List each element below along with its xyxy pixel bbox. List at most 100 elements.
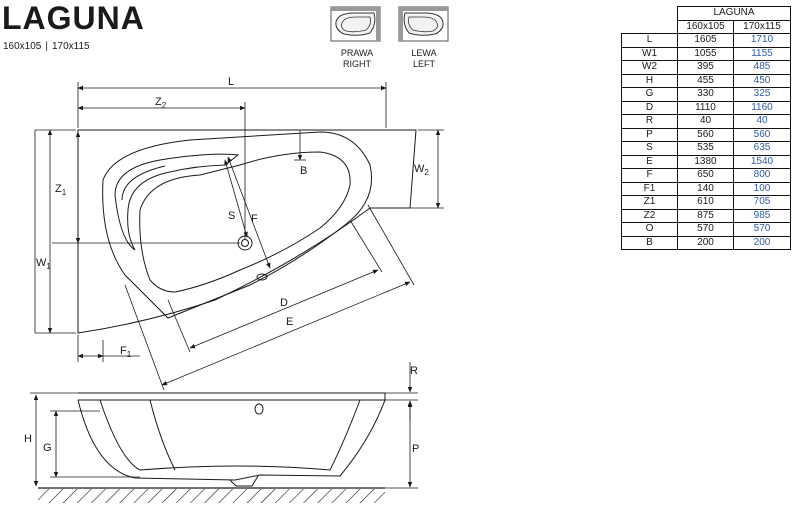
- bathtub-technical-drawing: L Z2 Z1 W1 W2 B S F D E F1: [24, 76, 444, 503]
- side-overflow: [254, 403, 264, 415]
- row-value-1: 535: [677, 141, 734, 156]
- side-inner-wall-2: [149, 399, 176, 471]
- dim-D-line: [189, 269, 379, 349]
- label-G: G: [43, 442, 52, 454]
- right-orientation-label: PRAWA RIGHT: [333, 48, 381, 70]
- row-value-1: 560: [677, 127, 734, 142]
- row-label: D: [621, 100, 678, 115]
- column-header-2: 170x115: [733, 19, 791, 34]
- row-label: B: [621, 235, 678, 250]
- side-shell: [77, 399, 386, 481]
- row-value-2: 100: [733, 181, 791, 196]
- row-value-1: 455: [677, 73, 734, 88]
- label-Z1: Z1: [55, 183, 67, 197]
- right-label-en: RIGHT: [343, 59, 371, 69]
- row-value-2: 570: [733, 222, 791, 237]
- size-variant-2: 170x115: [51, 41, 90, 52]
- row-value-1: 330: [677, 87, 734, 102]
- size-separator: |: [45, 41, 48, 52]
- row-value-1: 1055: [677, 46, 734, 61]
- row-value-1: 570: [677, 222, 734, 237]
- label-B: B: [300, 165, 307, 177]
- tub-headrest: [114, 153, 240, 251]
- dimension-lines: [34, 82, 444, 391]
- row-value-1: 200: [677, 235, 734, 250]
- row-value-2: 800: [733, 168, 791, 183]
- column-header-1: 160x105: [677, 19, 734, 34]
- row-value-1: 1110: [677, 100, 734, 115]
- label-L: L: [228, 76, 234, 88]
- row-value-2: 1160: [733, 100, 791, 115]
- row-value-2: 450: [733, 73, 791, 88]
- left-orientation-icon: [398, 6, 449, 42]
- left-label-pl: LEWA: [411, 48, 437, 58]
- product-title: LAGUNA: [2, 0, 145, 36]
- label-F1: F1: [120, 345, 132, 359]
- row-label: F: [621, 168, 678, 183]
- label-Z2: Z2: [155, 96, 167, 110]
- floor-hatch: [38, 489, 385, 503]
- side-rim: [78, 392, 386, 401]
- side-foot: [229, 475, 259, 487]
- row-label: E: [621, 154, 678, 169]
- row-value-2: 705: [733, 195, 791, 210]
- tub-outer-shell: [102, 131, 373, 319]
- side-basin-line: [139, 465, 331, 471]
- row-label: L: [621, 33, 678, 48]
- row-value-2: 560: [733, 127, 791, 142]
- row-label: S: [621, 141, 678, 156]
- row-value-2: 635: [733, 141, 791, 156]
- diagram-labels: L Z2 Z1 W1 W2 B S F D E F1: [36, 76, 429, 359]
- row-value-2: 485: [733, 60, 791, 75]
- right-orientation-icon: [330, 6, 381, 42]
- size-variants: 160x105|170x115: [3, 41, 90, 52]
- row-value-2: 200: [733, 235, 791, 250]
- row-label: W2: [621, 60, 678, 75]
- row-value-1: 140: [677, 181, 734, 196]
- side-inner-wall: [99, 399, 141, 471]
- table-header-row: 160x105 170x115: [622, 19, 791, 34]
- row-value-1: 875: [677, 208, 734, 223]
- row-label: O: [621, 222, 678, 237]
- top-view: [77, 129, 417, 334]
- row-label: W1: [621, 46, 678, 61]
- row-label: F1: [621, 181, 678, 196]
- row-label: G: [621, 87, 678, 102]
- table-title-row: LAGUNA: [622, 6, 791, 21]
- tub-headrest-inner: [121, 165, 166, 201]
- right-label-pl: PRAWA: [340, 48, 374, 58]
- dim-E-line: [161, 281, 411, 386]
- label-H: H: [24, 433, 32, 445]
- side-inner-wall-3: [329, 399, 361, 471]
- row-value-2: 1540: [733, 154, 791, 169]
- row-value-2: 985: [733, 208, 791, 223]
- left-label-en: LEFT: [412, 59, 435, 69]
- drain-inner: [241, 239, 249, 247]
- row-value-1: 610: [677, 195, 734, 210]
- row-value-1: 40: [677, 114, 734, 129]
- left-orientation-label: LEWA LEFT: [400, 48, 448, 70]
- label-E: E: [286, 316, 293, 328]
- row-value-1: 650: [677, 168, 734, 183]
- row-value-1: 1605: [677, 33, 734, 48]
- row-label: Z2: [621, 208, 678, 223]
- row-value-1: 1380: [677, 154, 734, 169]
